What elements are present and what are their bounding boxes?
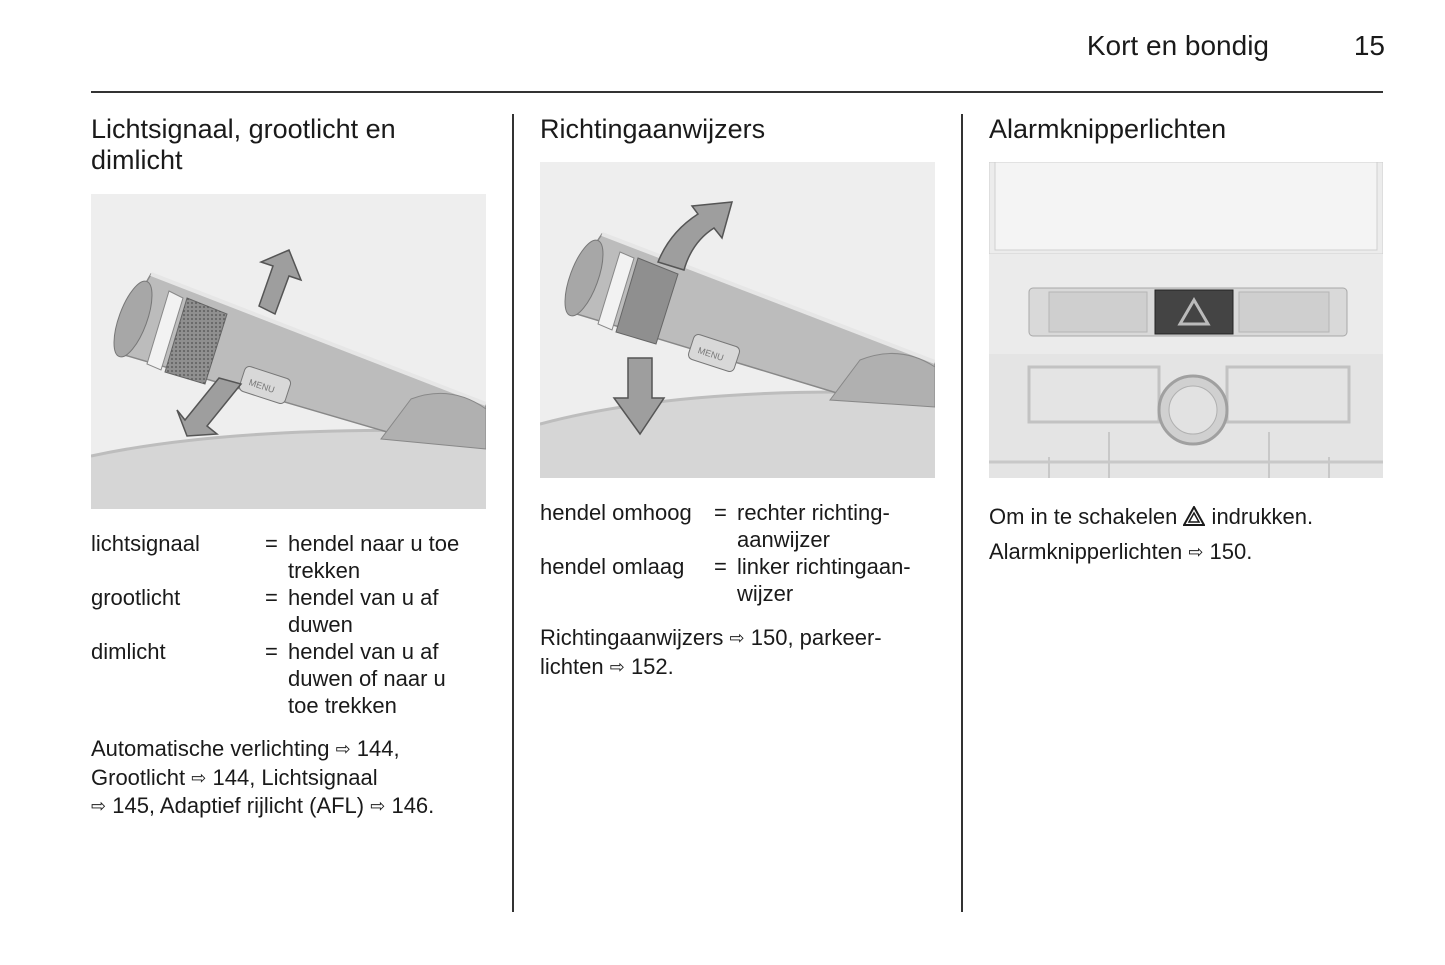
definition-row: hendel omlaag = linker richtingaan- wijz… bbox=[540, 553, 950, 607]
ref-arrow-icon: ⇨ bbox=[370, 796, 386, 816]
hazard-button-icon bbox=[1177, 297, 1211, 326]
arrow-down-left-icon bbox=[176, 377, 243, 437]
definition-term: dimlicht bbox=[91, 639, 166, 664]
definition-desc: trekken bbox=[288, 558, 361, 583]
cross-reference-paragraph-2: Richtingaanwijzers ⇨ 150, parkeer- licht… bbox=[540, 624, 950, 681]
section-heading: Alarmknipperlichten bbox=[989, 114, 1227, 144]
definition-equals: = bbox=[265, 585, 278, 610]
definition-term: hendel omlaag bbox=[540, 554, 685, 579]
figure-light-lever: MENU bbox=[91, 194, 486, 509]
ref-arrow-icon: ⇨ bbox=[1188, 542, 1204, 562]
definition-row: lichtsignaal = hendel naar u toe trekken bbox=[91, 530, 491, 584]
definition-row: hendel omhoog = rechter richting- aanwij… bbox=[540, 499, 950, 553]
definition-equals: = bbox=[714, 554, 727, 579]
definition-row: grootlicht = hendel van u af duwen bbox=[91, 584, 491, 638]
arrow-down-icon bbox=[612, 357, 666, 436]
ref-arrow-icon: ⇨ bbox=[729, 628, 745, 648]
page-ref-link[interactable]: 150, parkeer- bbox=[750, 625, 882, 650]
header-rule bbox=[91, 91, 1383, 93]
definition-desc: linker richtingaan- bbox=[737, 554, 911, 579]
page-ref-link[interactable]: 152. bbox=[630, 653, 674, 679]
column-divider-2 bbox=[961, 114, 963, 912]
definition-desc: hendel naar u toe bbox=[288, 531, 460, 556]
page-ref-link[interactable]: 150. bbox=[1209, 539, 1253, 564]
definition-equals: = bbox=[714, 500, 727, 525]
definition-desc: duwen of naar u bbox=[288, 666, 446, 691]
chapter-title: Kort en bondig bbox=[1086, 30, 1269, 61]
page-ref-link[interactable]: 145, Adaptief rijlicht (AFL) bbox=[112, 793, 371, 818]
figure-hazard-switch bbox=[989, 162, 1383, 478]
page-ref-link[interactable]: 144, bbox=[356, 736, 400, 761]
cross-reference-paragraph-1: Automatische verlichting ⇨ 144, Grootlic… bbox=[91, 735, 501, 821]
ref-arrow-icon: ⇨ bbox=[91, 796, 107, 816]
definition-desc: duwen bbox=[288, 612, 353, 637]
definition-desc: aanwijzer bbox=[737, 527, 830, 552]
page-number: 15 bbox=[1353, 30, 1385, 61]
definition-desc: hendel van u af bbox=[288, 585, 439, 610]
section-heading: Richtingaanwijzers bbox=[540, 114, 766, 144]
column-divider-1 bbox=[512, 114, 514, 912]
ref-arrow-icon: ⇨ bbox=[609, 656, 625, 677]
section-hazard-lights: Alarmknipperlichten bbox=[989, 114, 1384, 145]
figure-turn-signal-lever: MENU bbox=[540, 162, 935, 478]
definition-term: hendel omhoog bbox=[540, 500, 692, 525]
page-header: Kort en bondig 15 bbox=[0, 28, 1445, 68]
definition-list-2: hendel omhoog = rechter richting- aanwij… bbox=[540, 499, 950, 607]
page-ref-link[interactable]: 146. bbox=[391, 793, 435, 818]
definition-term: grootlicht bbox=[91, 585, 181, 610]
arrow-up-icon bbox=[258, 249, 303, 316]
ref-arrow-icon: ⇨ bbox=[335, 739, 351, 759]
hazard-instructions: Om in te schakelen indrukken. Alarmknipp… bbox=[989, 499, 1383, 570]
definition-desc: rechter richting- bbox=[737, 500, 890, 525]
arrow-up-icon bbox=[657, 201, 734, 271]
ref-arrow-icon: ⇨ bbox=[191, 767, 207, 788]
definition-desc: hendel van u af bbox=[288, 639, 439, 664]
definition-desc: wijzer bbox=[737, 581, 794, 606]
definition-equals: = bbox=[265, 639, 278, 664]
definition-equals: = bbox=[265, 531, 278, 556]
hazard-triangle-icon bbox=[1182, 504, 1207, 526]
page-ref-link[interactable]: 144, Lichtsignaal bbox=[212, 764, 378, 790]
definition-row: dimlicht = hendel van u af duwen of naar… bbox=[91, 638, 491, 719]
section-headlights: Lichtsignaal, grootlicht en dimlicht bbox=[91, 114, 491, 176]
definition-desc: toe trekken bbox=[288, 693, 397, 718]
section-heading: Lichtsignaal, grootlicht en dimlicht bbox=[91, 114, 396, 175]
definition-term: lichtsignaal bbox=[91, 531, 200, 556]
section-turn-signals: Richtingaanwijzers bbox=[540, 114, 940, 145]
definition-list-1: lichtsignaal = hendel naar u toe trekken… bbox=[91, 530, 491, 719]
